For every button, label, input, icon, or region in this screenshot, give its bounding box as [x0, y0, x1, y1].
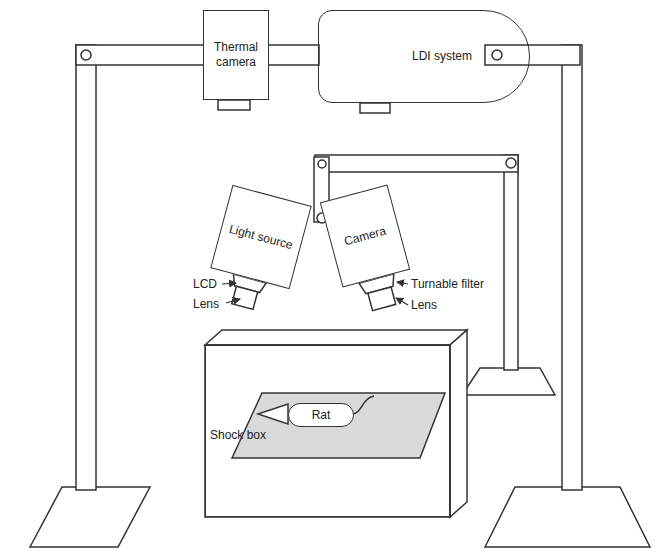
top-bar — [268, 45, 319, 65]
stand-pole — [504, 155, 518, 370]
node-text: Thermal camera — [208, 40, 264, 70]
lens — [232, 286, 258, 309]
leader-arrow — [226, 299, 240, 303]
top-bar — [76, 45, 204, 65]
part-label: Turnable filter — [411, 277, 484, 291]
stand-pole — [76, 45, 96, 490]
node-text: Light source — [227, 221, 294, 252]
rat-tail — [352, 396, 374, 414]
stand-pole — [562, 45, 582, 490]
rat-head — [258, 404, 288, 424]
shock-box: Shock box Rat — [205, 345, 450, 517]
arm-bar — [315, 155, 518, 172]
stand-base — [485, 487, 650, 547]
node-text: Rat — [312, 408, 331, 423]
leader-arrow — [222, 283, 236, 284]
lens — [360, 103, 390, 113]
grid-floor — [232, 393, 445, 458]
box-side — [450, 330, 467, 517]
camera-box: Camera — [320, 184, 410, 287]
rat-body: Rat — [288, 403, 354, 427]
pivot — [318, 160, 326, 168]
node-text: LDI system — [412, 49, 472, 64]
stand-base — [30, 487, 150, 547]
part-label: LCD — [193, 277, 217, 291]
lens — [218, 100, 250, 110]
leader-arrow — [396, 298, 408, 305]
box-front — [205, 345, 450, 517]
box-top — [205, 330, 467, 345]
leader-arrow — [397, 282, 408, 284]
pivot — [81, 50, 91, 60]
part-label: Lens — [411, 298, 437, 312]
part-label: Lens — [193, 297, 219, 311]
light-source-box: Light source — [210, 185, 311, 289]
pivot — [506, 158, 516, 168]
node-text: Camera — [342, 223, 387, 249]
stand-base — [462, 368, 555, 395]
pivot — [492, 50, 502, 60]
bracket — [485, 45, 580, 65]
lens — [368, 287, 396, 311]
instrument-capsule: LDI system — [318, 10, 530, 103]
node-text: Shock box — [210, 428, 266, 443]
camera-box: Thermal camera — [203, 10, 269, 100]
